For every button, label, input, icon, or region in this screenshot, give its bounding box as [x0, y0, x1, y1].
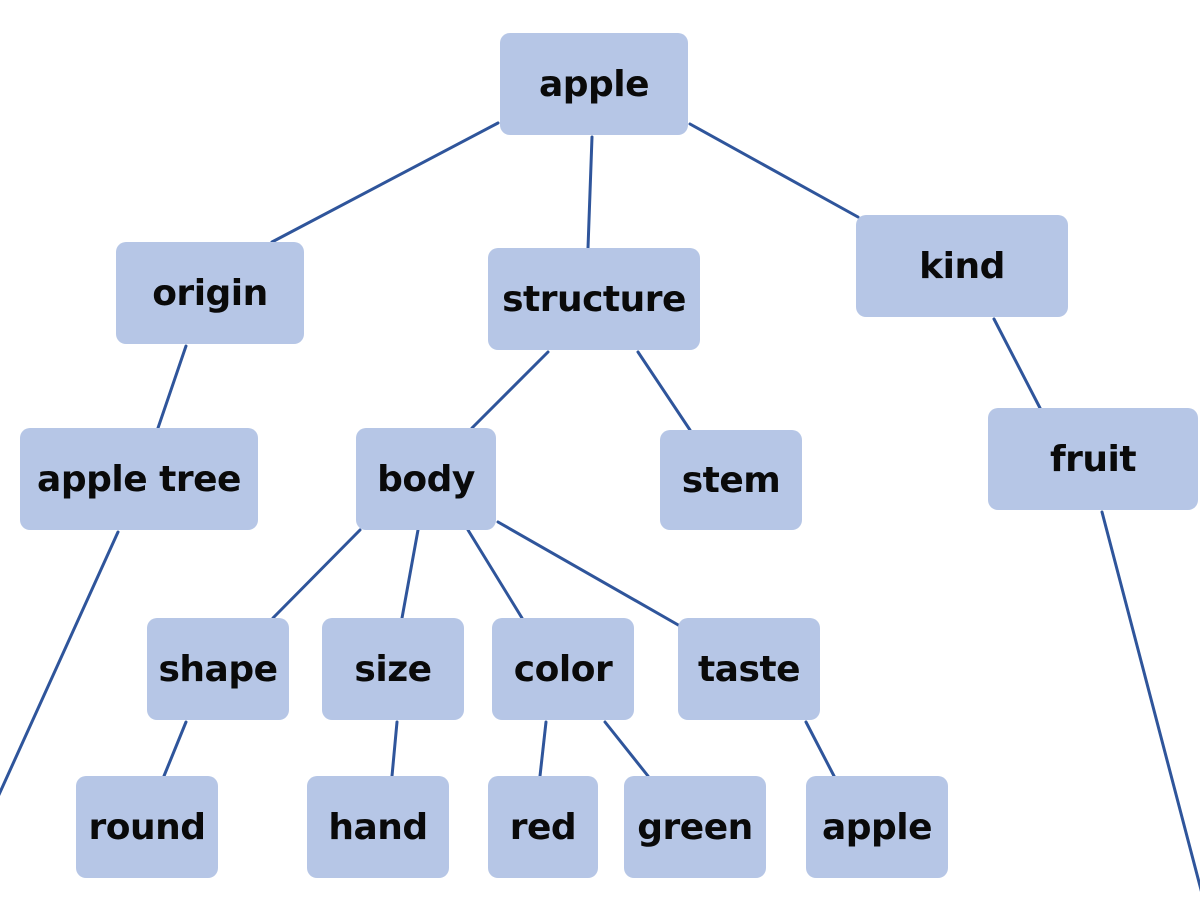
edge-structure-to-body	[470, 350, 550, 430]
edge-apple-root-to-origin	[270, 121, 500, 244]
edge-structure-to-stem	[636, 350, 692, 432]
node-hand: hand	[307, 776, 449, 878]
edge-body-to-shape	[271, 528, 362, 620]
node-fruit: fruit	[988, 408, 1198, 510]
edge-fruit-to-offpage-right	[1100, 510, 1200, 892]
node-apple-tree: apple tree	[20, 428, 258, 530]
edge-shape-to-round	[162, 720, 188, 778]
edge-apple-root-to-kind	[688, 122, 860, 219]
edge-body-to-size	[400, 528, 420, 620]
node-shape: shape	[147, 618, 289, 720]
node-origin: origin	[116, 242, 304, 344]
node-structure: structure	[488, 248, 700, 350]
node-apple-root: apple	[500, 33, 688, 135]
edge-kind-to-fruit	[992, 317, 1042, 410]
node-body: body	[356, 428, 496, 530]
edge-body-to-taste	[496, 520, 682, 628]
node-round: round	[76, 776, 218, 878]
node-taste: taste	[678, 618, 820, 720]
edge-body-to-color	[466, 528, 524, 620]
node-apple-leaf: apple	[806, 776, 948, 878]
node-red: red	[488, 776, 598, 878]
edge-color-to-green	[603, 720, 650, 778]
edge-apple-root-to-structure	[586, 135, 594, 250]
node-size: size	[322, 618, 464, 720]
edge-color-to-red	[538, 720, 548, 778]
node-green: green	[624, 776, 766, 878]
edge-size-to-hand	[390, 720, 399, 778]
edge-taste-to-apple-leaf	[804, 720, 836, 778]
edge-apple-tree-to-offpage-left	[0, 530, 120, 796]
node-stem: stem	[660, 430, 802, 530]
node-kind: kind	[856, 215, 1068, 317]
node-color: color	[492, 618, 634, 720]
edge-origin-to-apple-tree	[156, 344, 188, 430]
